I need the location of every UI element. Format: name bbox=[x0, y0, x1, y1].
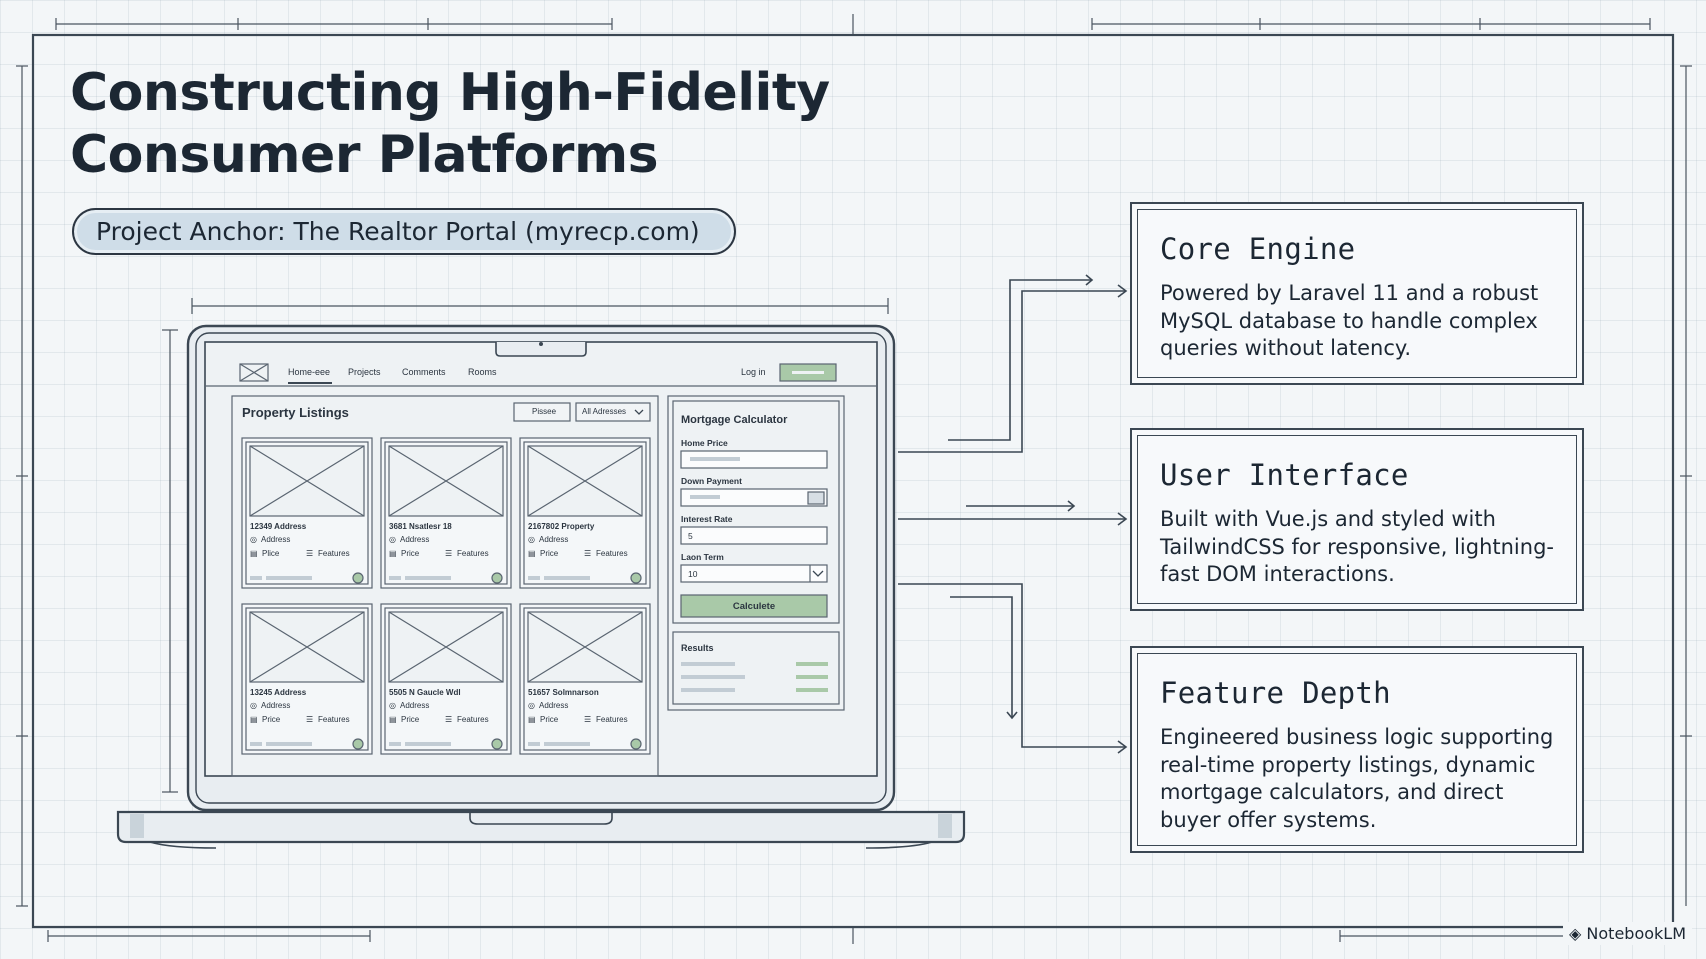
down-payment-label: Down Payment bbox=[681, 476, 742, 486]
status-dot-icon bbox=[630, 738, 642, 750]
login-link[interactable]: Log in bbox=[741, 367, 766, 377]
slide-title-line-2: Consumer Platforms bbox=[70, 125, 659, 185]
listing-address: 51657 Solmnarson bbox=[528, 688, 599, 697]
card-body: Powered by Laravel 11 and a robust MySQL… bbox=[1160, 281, 1539, 360]
price-tag-icon: ▤ bbox=[528, 549, 536, 558]
nav-link-home[interactable]: Home-eee bbox=[288, 367, 331, 377]
listing-features: Features bbox=[596, 715, 628, 724]
listing-features: Features bbox=[596, 549, 628, 558]
price-tag-icon: ▤ bbox=[389, 715, 397, 724]
listing-price: Price bbox=[401, 549, 420, 558]
location-pin-icon: ◎ bbox=[250, 701, 257, 710]
location-pin-icon: ◎ bbox=[528, 701, 535, 710]
price-tag-icon: ▤ bbox=[250, 715, 258, 724]
features-icon: ☰ bbox=[584, 715, 592, 724]
listing-sub-address: Address bbox=[400, 701, 430, 710]
core-engine-card: Core Engine Powered by Laravel 11 and a … bbox=[1130, 202, 1584, 385]
project-anchor-pill: Project Anchor: The Realtor Portal (myre… bbox=[72, 208, 736, 255]
location-pin-icon: ◎ bbox=[528, 535, 535, 544]
notebooklm-badge: ◈ NotebookLM bbox=[1563, 922, 1692, 945]
listing-features: Features bbox=[318, 549, 350, 558]
status-dot-icon bbox=[491, 572, 503, 584]
price-tag-icon: ▤ bbox=[250, 549, 258, 558]
listing-price: Price bbox=[540, 549, 559, 558]
location-pin-icon: ◎ bbox=[389, 535, 396, 544]
filter-price[interactable]: Pissee bbox=[532, 407, 557, 416]
features-icon: ☰ bbox=[306, 549, 314, 558]
status-dot-icon bbox=[491, 738, 503, 750]
listing-address: 5505 N Gaucle Wdl bbox=[389, 688, 461, 697]
card-title: Core Engine bbox=[1160, 232, 1356, 266]
listing-price: Price bbox=[540, 715, 559, 724]
results-label: Results bbox=[681, 643, 714, 653]
listing-address: 3681 Nsatlesr 18 bbox=[389, 522, 452, 531]
loan-term-label: Laon Term bbox=[681, 552, 724, 562]
filter-addresses[interactable]: All Adresses bbox=[582, 407, 627, 416]
interest-rate-label: Interest Rate bbox=[681, 514, 733, 524]
features-icon: ☰ bbox=[445, 715, 453, 724]
location-pin-icon: ◎ bbox=[389, 701, 396, 710]
listing-features: Features bbox=[457, 715, 489, 724]
listing-features: Features bbox=[318, 715, 350, 724]
nav-link-comments[interactable]: Comments bbox=[402, 367, 446, 377]
features-icon: ☰ bbox=[584, 549, 592, 558]
location-pin-icon: ◎ bbox=[250, 535, 257, 544]
listing-address: 12349 Address bbox=[250, 522, 307, 531]
home-price-label: Home Price bbox=[681, 438, 728, 448]
price-tag-icon: ▤ bbox=[528, 715, 536, 724]
listing-sub-address: Address bbox=[261, 535, 291, 544]
listing-price: Price bbox=[401, 715, 420, 724]
listing-sub-address: Address bbox=[539, 535, 569, 544]
listings-heading: Property Listings bbox=[242, 405, 349, 420]
calculate-button[interactable]: Calculete bbox=[732, 601, 776, 612]
card-title: Feature Depth bbox=[1160, 676, 1391, 710]
nav-link-rooms[interactable]: Rooms bbox=[468, 367, 497, 377]
card-body: Engineered business logic supporting rea… bbox=[1160, 725, 1554, 832]
listing-price: Price bbox=[262, 715, 281, 724]
listing-sub-address: Address bbox=[261, 701, 291, 710]
card-body: Built with Vue.js and styled with Tailwi… bbox=[1160, 507, 1554, 586]
feature-depth-card: Feature Depth Engineered business logic … bbox=[1130, 646, 1584, 853]
slide-title: Constructing High-Fidelity Consumer Plat… bbox=[70, 62, 970, 186]
calculator-heading: Mortgage Calculator bbox=[681, 414, 788, 426]
status-dot-icon bbox=[352, 738, 364, 750]
listing-address: 13245 Address bbox=[250, 688, 307, 697]
loan-term-select[interactable]: 10 bbox=[688, 569, 698, 579]
listing-price: Plice bbox=[262, 549, 280, 558]
notebooklm-logo-icon: ◈ bbox=[1569, 924, 1582, 943]
card-title: User Interface bbox=[1160, 458, 1409, 492]
features-icon: ☰ bbox=[445, 549, 453, 558]
user-interface-card: User Interface Built with Vue.js and sty… bbox=[1130, 428, 1584, 611]
listing-sub-address: Address bbox=[400, 535, 430, 544]
features-icon: ☰ bbox=[306, 715, 314, 724]
interest-rate-input[interactable]: 5 bbox=[688, 531, 693, 541]
slide-title-line-1: Constructing High-Fidelity bbox=[70, 63, 830, 123]
nav-link-projects[interactable]: Projects bbox=[348, 367, 381, 377]
status-dot-icon bbox=[630, 572, 642, 584]
listing-features: Features bbox=[457, 549, 489, 558]
notebooklm-label: NotebookLM bbox=[1586, 924, 1686, 943]
status-dot-icon bbox=[352, 572, 364, 584]
price-tag-icon: ▤ bbox=[389, 549, 397, 558]
listing-address: 2167802 Property bbox=[528, 522, 595, 531]
listing-sub-address: Address bbox=[539, 701, 569, 710]
